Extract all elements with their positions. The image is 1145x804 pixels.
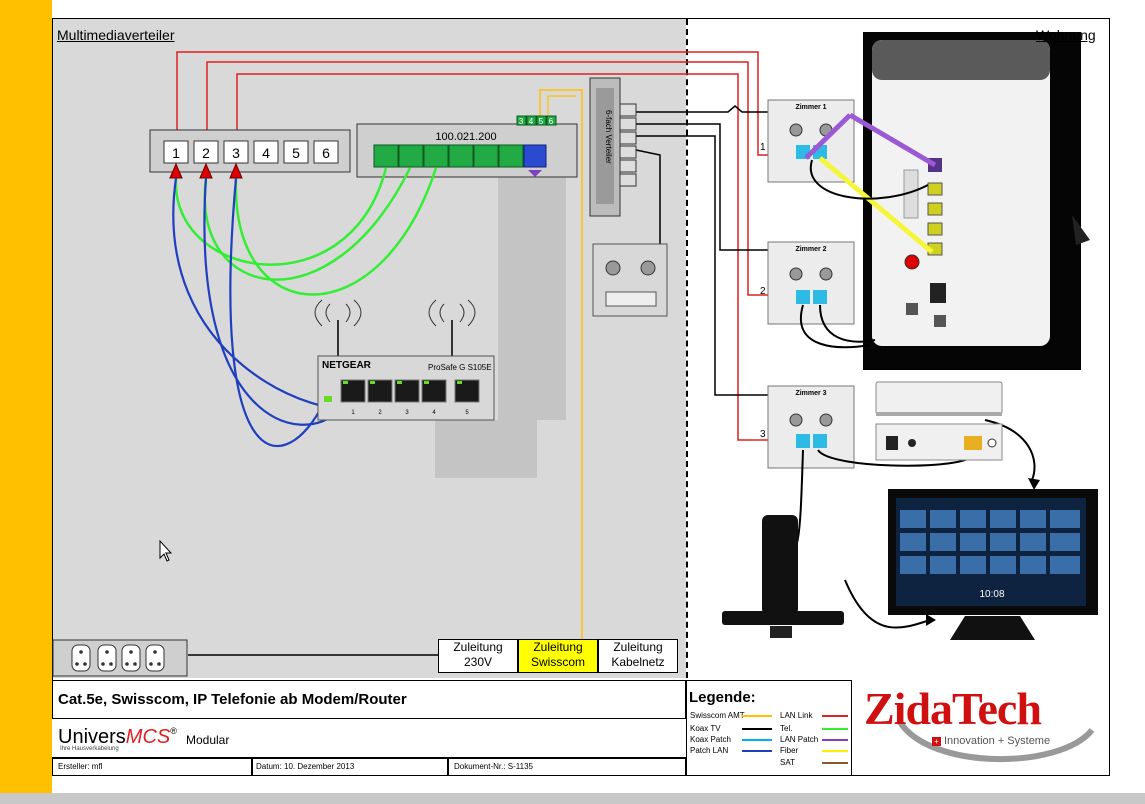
game-console <box>722 515 844 638</box>
legend-sat: SAT <box>780 758 795 767</box>
room-outlets: Zimmer 1 1 Zimmer 2 2 Zimmer 3 3 <box>760 99 855 469</box>
logo-tagline: +Innovation + Systeme <box>932 735 1050 747</box>
svg-text:4: 4 <box>432 410 436 416</box>
area-divider <box>686 19 688 678</box>
lan-link-lines <box>176 51 768 441</box>
svg-text:1: 1 <box>351 410 355 416</box>
legend-lan-link: LAN Link <box>780 711 813 720</box>
swisscom-feed-line <box>539 89 583 640</box>
svg-text:3: 3 <box>405 410 409 416</box>
swiss-cross-icon: + <box>932 737 941 746</box>
legend-koax-patch: Koax Patch <box>690 735 731 744</box>
apartment-title: Wohnung <box>1036 27 1096 43</box>
zidatech-logo: ZidaTech <box>864 683 1042 734</box>
router-photo <box>863 32 1090 370</box>
patch-panel: 1 2 3 4 5 6 <box>149 129 351 179</box>
mouse-cursor-icon <box>159 539 173 562</box>
splitter-label: 6-fach Verteiler <box>604 110 613 164</box>
legend-fiber: Fiber <box>780 746 799 755</box>
svg-text:6: 6 <box>549 117 554 126</box>
patch-port-2: 2 <box>202 145 210 161</box>
document-number-field: Dokument-Nr.: S-1135 <box>454 762 533 771</box>
brand-suffix: Modular <box>186 733 230 747</box>
tv-clock: 10:08 <box>979 589 1004 600</box>
legend-title: Legende: <box>689 689 756 706</box>
television: 10:08 <box>888 489 1098 640</box>
svg-text:2: 2 <box>378 410 382 416</box>
room-2-number: 2 <box>760 286 766 297</box>
legend-tel: Tel. <box>780 724 793 733</box>
patch-port-1: 1 <box>172 145 180 161</box>
brand-logo: UniversMCS® <box>58 726 177 748</box>
netgear-switch: NETGEAR ProSafe G S105E 1 2 3 4 5 <box>314 299 495 421</box>
patch-port-4: 4 <box>262 145 270 161</box>
patch-port-3: 3 <box>232 145 240 161</box>
creator-field: Ersteller: mfl <box>58 762 103 771</box>
legend-swisscom-amt: Swisscom AMT <box>690 711 745 720</box>
room-1-label: Zimmer 1 <box>795 104 826 111</box>
coax-splitter: 6-fach Verteiler <box>589 77 637 217</box>
svg-text:5: 5 <box>539 117 544 126</box>
legend-lan-patch: LAN Patch <box>780 735 819 744</box>
room-3-number: 3 <box>760 429 766 440</box>
coax-lines <box>188 105 768 656</box>
room-2-label: Zimmer 2 <box>795 246 826 253</box>
switch-label: 100.021.200 <box>435 131 496 143</box>
svg-text:4: 4 <box>529 117 534 126</box>
svg-text:3: 3 <box>519 117 524 126</box>
room-3-label: Zimmer 3 <box>795 390 826 397</box>
svg-text:5: 5 <box>465 410 469 416</box>
tel-patch-lines <box>174 167 438 296</box>
drawing-title: Cat.5e, Swisscom, IP Telefonie ab Modem/… <box>58 691 407 708</box>
legend-koax-tv: Koax TV <box>690 724 721 733</box>
set-top-boxes <box>875 381 1003 461</box>
yellow-margin-strip <box>0 0 52 793</box>
power-strip <box>52 639 188 677</box>
patch-port-6: 6 <box>322 145 330 161</box>
brand-subtitle: Ihre Hausverkabelung <box>60 746 119 752</box>
netgear-model: ProSafe G S105E <box>428 363 492 372</box>
patch-port-5: 5 <box>292 145 300 161</box>
antenna-outlet <box>592 243 668 317</box>
room-1-number: 1 <box>760 142 766 153</box>
logo-swoosh <box>897 720 1095 762</box>
date-field: Datum: 10. Dezember 2013 <box>256 762 355 771</box>
legend-patch-lan: Patch LAN <box>690 746 729 755</box>
cabinet-title: Multimediaverteiler <box>57 27 175 43</box>
netgear-brand: NETGEAR <box>322 360 372 371</box>
